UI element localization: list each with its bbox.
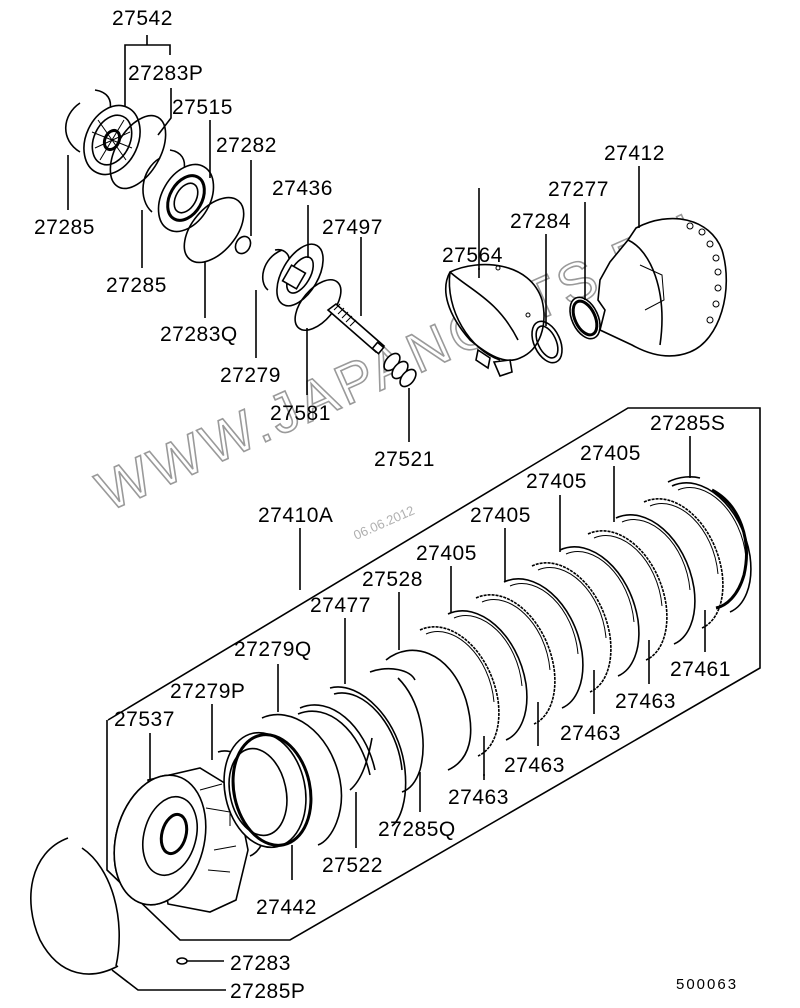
cushion-plate-27528 bbox=[385, 649, 472, 771]
plate-inner-edge bbox=[509, 583, 579, 655]
label-27463c[interactable]: 27463 bbox=[560, 722, 621, 745]
snap-ring-27285Q bbox=[369, 668, 424, 793]
plate-inner-edge bbox=[593, 535, 663, 607]
clutch-plate bbox=[447, 610, 528, 741]
label-27285Q[interactable]: 27285Q bbox=[378, 818, 456, 841]
snap-ring-27285b bbox=[142, 157, 161, 213]
clutch-plate bbox=[503, 578, 584, 709]
seal-rings-27521 bbox=[383, 352, 417, 388]
seal-27279Q bbox=[261, 713, 343, 846]
label-27283Q[interactable]: 27283Q bbox=[160, 323, 238, 346]
plate-inner-edge bbox=[537, 567, 607, 639]
snap-ring-27285S bbox=[667, 476, 701, 483]
plate-inner-edge bbox=[649, 503, 719, 575]
thrust-washer-27284 bbox=[531, 320, 563, 364]
label-27522[interactable]: 27522 bbox=[322, 854, 383, 877]
thrust-bearing-27277 bbox=[569, 296, 601, 340]
nut-27282 bbox=[234, 235, 252, 255]
label-27285S[interactable]: 27285S bbox=[650, 412, 725, 435]
label-27521[interactable]: 27521 bbox=[374, 448, 435, 471]
plate-inner-edge bbox=[481, 599, 551, 671]
label-27581[interactable]: 27581 bbox=[270, 402, 331, 425]
label-27463a[interactable]: 27463 bbox=[448, 786, 509, 809]
snap-ring-small bbox=[94, 89, 112, 111]
watermark-date: 06.06.2012 bbox=[351, 503, 417, 543]
check-ball-27283 bbox=[176, 957, 188, 965]
snap-ring-small-b bbox=[169, 149, 186, 171]
label-27463b[interactable]: 27463 bbox=[504, 754, 565, 777]
clutch-disc bbox=[643, 498, 724, 629]
clutch-plate bbox=[559, 546, 640, 677]
clutch-disc bbox=[419, 626, 500, 757]
label-27283[interactable]: 27283 bbox=[230, 952, 291, 975]
label-27282[interactable]: 27282 bbox=[216, 134, 277, 157]
plate-inner-edge bbox=[453, 615, 523, 687]
leader-27283P bbox=[157, 88, 172, 136]
pump-cover bbox=[83, 104, 141, 176]
leader-27285P bbox=[111, 969, 226, 991]
label-27515[interactable]: 27515 bbox=[172, 96, 233, 119]
label-27461[interactable]: 27461 bbox=[670, 658, 731, 681]
o-ring-27283Q bbox=[183, 196, 245, 264]
snap-ring-27279 bbox=[261, 249, 283, 291]
label-27279Q[interactable]: 27279Q bbox=[234, 638, 312, 661]
label-27285a[interactable]: 27285 bbox=[34, 216, 95, 239]
clutch-disc bbox=[475, 594, 556, 725]
label-27436[interactable]: 27436 bbox=[272, 177, 333, 200]
label-27542[interactable]: 27542 bbox=[112, 7, 173, 30]
drawing-code: 500063 bbox=[676, 976, 738, 993]
clutch-plate bbox=[615, 514, 696, 645]
ring-27581 bbox=[294, 279, 342, 331]
leader-27542 bbox=[124, 35, 171, 160]
label-27564[interactable]: 27564 bbox=[442, 244, 503, 267]
label-27284[interactable]: 27284 bbox=[510, 210, 571, 233]
label-27285P[interactable]: 27285P bbox=[230, 980, 305, 1003]
clutch-disc bbox=[531, 562, 612, 693]
label-27279[interactable]: 27279 bbox=[220, 364, 281, 387]
plate-inner-edge bbox=[565, 551, 635, 623]
label-27537[interactable]: 27537 bbox=[114, 708, 175, 731]
label-27405c[interactable]: 27405 bbox=[526, 470, 587, 493]
label-27477[interactable]: 27477 bbox=[310, 594, 371, 617]
label-27405d[interactable]: 27405 bbox=[580, 442, 641, 465]
shaft-27497 bbox=[326, 302, 386, 355]
label-27405a[interactable]: 27405 bbox=[416, 542, 477, 565]
oil-seal-27515 bbox=[157, 163, 215, 233]
label-27277[interactable]: 27277 bbox=[548, 178, 609, 201]
label-27405b[interactable]: 27405 bbox=[470, 504, 531, 527]
snap-ring-27285S-large bbox=[711, 488, 748, 610]
clutch-plate bbox=[671, 482, 752, 613]
label-27412[interactable]: 27412 bbox=[604, 142, 665, 165]
label-group[interactable]: 27410A bbox=[258, 504, 333, 527]
return-spring-27477 bbox=[297, 686, 407, 827]
label-27528[interactable]: 27528 bbox=[362, 568, 423, 591]
brake-band-27564 bbox=[445, 263, 545, 377]
plate-inner-edge bbox=[621, 519, 691, 591]
label-27283P[interactable]: 27283P bbox=[128, 62, 203, 85]
label-27463d[interactable]: 27463 bbox=[615, 690, 676, 713]
snap-ring-27285a bbox=[65, 102, 81, 153]
label-27285b[interactable]: 27285 bbox=[106, 274, 167, 297]
snap-ring-27285P bbox=[30, 837, 119, 975]
clutch-disc bbox=[587, 530, 668, 661]
label-27497[interactable]: 27497 bbox=[322, 216, 383, 239]
piston-27442 bbox=[223, 731, 313, 849]
thrust-bearing-27277-rollers bbox=[571, 299, 599, 337]
snap-ring-27522 bbox=[349, 737, 373, 791]
clutch-drum-27412 bbox=[597, 217, 728, 357]
clutch-retainer-27537 bbox=[113, 767, 249, 913]
valve-body-27436 bbox=[276, 243, 324, 307]
plate-inner-edge bbox=[425, 631, 495, 703]
o-ring-27283P bbox=[109, 114, 167, 190]
plate-inner-edge bbox=[677, 487, 747, 559]
label-27442[interactable]: 27442 bbox=[256, 896, 317, 919]
clutch-plates bbox=[419, 482, 752, 757]
thrust-washer-27284-inner bbox=[535, 325, 559, 359]
snap-ring-27285P-b bbox=[81, 847, 120, 967]
label-27279P[interactable]: 27279P bbox=[170, 680, 245, 703]
